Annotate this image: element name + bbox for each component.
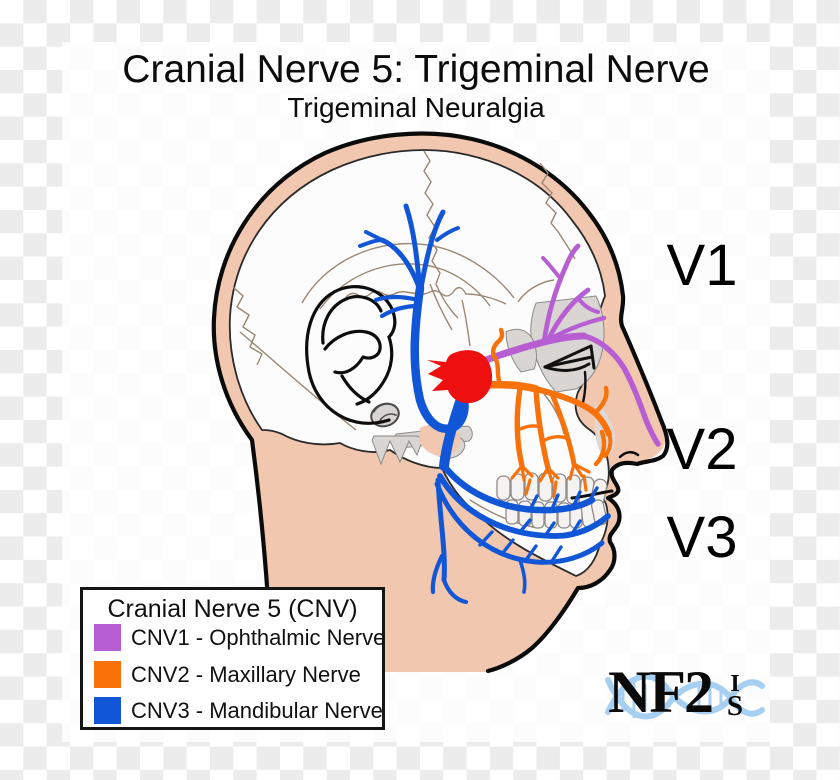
legend-label-cnv3: CNV3 - Mandibular Nerve [131, 697, 383, 723]
logo-text-is: I S [722, 671, 748, 722]
legend-swatch-cnv2 [94, 660, 121, 688]
logo-text-nf2: NF2 [608, 659, 714, 725]
legend-item-cnv1: CNV1 - Ophthalmic Nerve [94, 623, 385, 651]
legend-swatch-cnv1 [94, 623, 121, 651]
trigeminal-ganglion [427, 350, 493, 404]
legend-title: Cranial Nerve 5 (CNV) [107, 595, 358, 623]
ear [305, 285, 397, 425]
ear-canal [370, 402, 400, 428]
page-subtitle: Trigeminal Neuralgia [287, 92, 545, 123]
legend-swatch-cnv3 [94, 696, 121, 724]
suture-lines [232, 150, 576, 529]
legend-item-cnv2: CNV2 - Maxillary Nerve [94, 660, 361, 688]
legend-box: Cranial Nerve 5 (CNV) CNV1 - Ophthalmic … [80, 587, 385, 730]
nf2-logo: NF2 I S [596, 660, 772, 736]
logo-letter-s: S [726, 690, 744, 722]
label-v2: V2 [666, 417, 738, 482]
legend-label-cnv2: CNV2 - Maxillary Nerve [131, 661, 361, 687]
label-v3: V3 [666, 505, 738, 570]
head-outline [211, 131, 670, 674]
legend-item-cnv3: CNV3 - Mandibular Nerve [94, 696, 383, 724]
nerve-v1 [462, 243, 661, 447]
nerve-v3 [358, 203, 611, 605]
dna-helix-icon [605, 673, 765, 720]
legend-label-cnv1: CNV1 - Ophthalmic Nerve [131, 624, 386, 650]
logo-letter-i: I [730, 671, 740, 697]
label-v1: V1 [666, 233, 738, 298]
page-title: Cranial Nerve 5: Trigeminal Nerve [122, 48, 710, 91]
